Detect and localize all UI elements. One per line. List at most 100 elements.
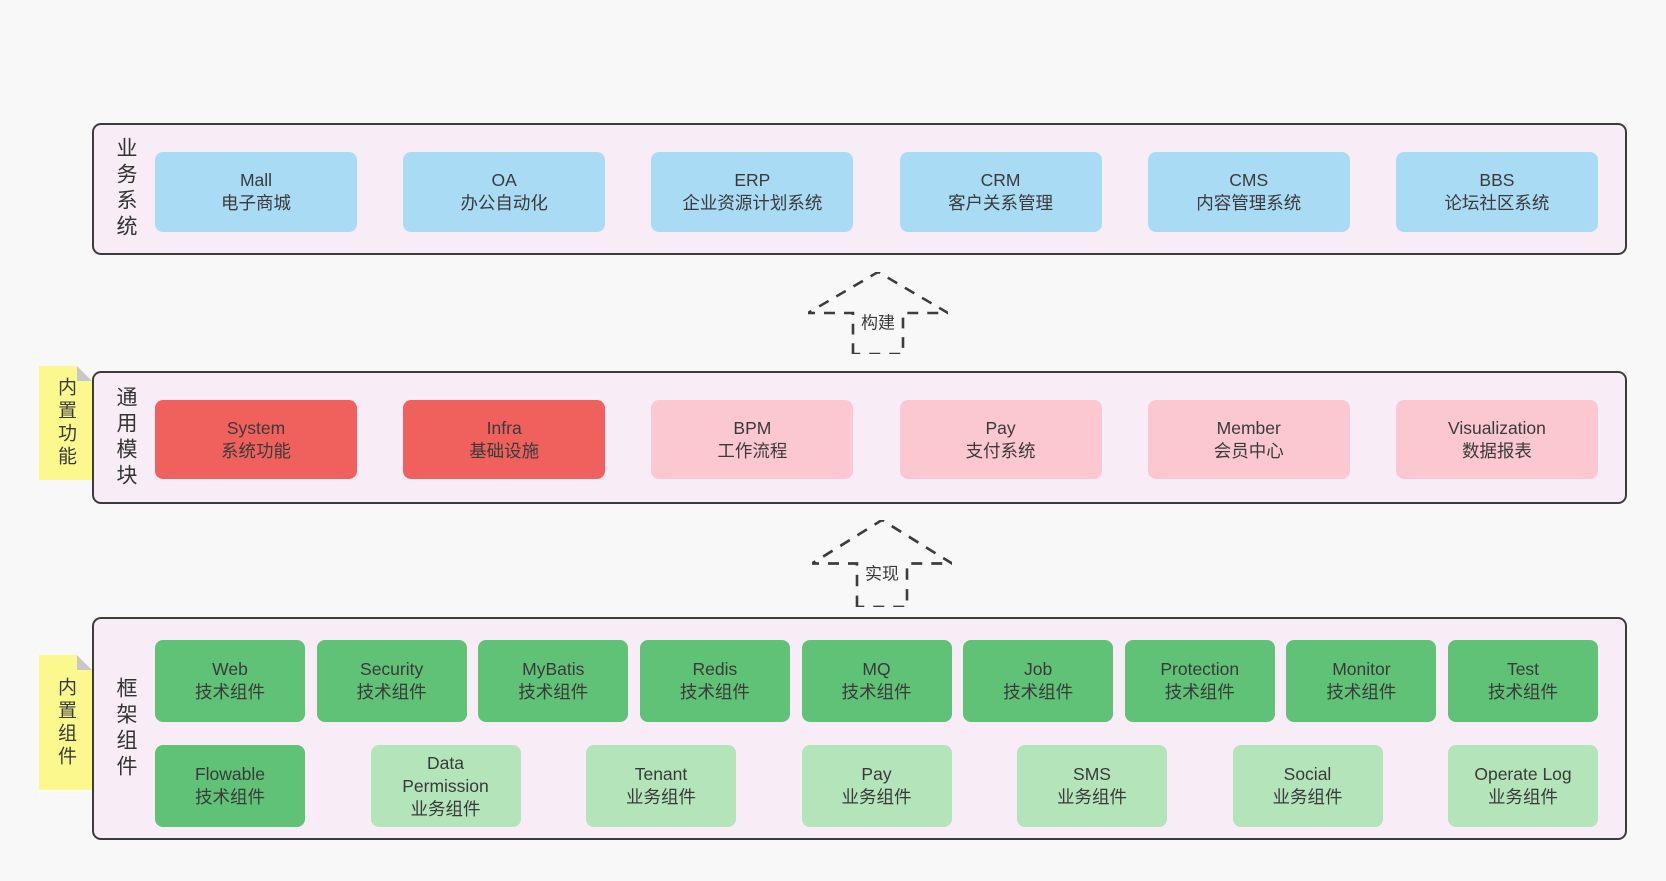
box-mybatis: MyBatis 技术组件 (478, 640, 629, 722)
box-sms: SMS 业务组件 (1017, 745, 1167, 827)
box-subtitle: 系统功能 (221, 440, 291, 461)
box-social: Social 业务组件 (1232, 745, 1383, 827)
box-subtitle: 数据报表 (1461, 440, 1532, 461)
box-title: Protection (1160, 659, 1240, 679)
box-title: MQ (862, 659, 891, 679)
box-title: BBS (1479, 170, 1515, 190)
box-title: Security (360, 659, 424, 679)
box-subtitle: 办公自动化 (460, 193, 548, 213)
box-subtitle: 技术组件 (1003, 682, 1074, 702)
box-subtitle: 技术组件 (356, 682, 427, 702)
box-subtitle: 业务组件 (1057, 787, 1127, 807)
box-subtitle: 技术组件 (1488, 682, 1558, 702)
box-title: Member (1216, 417, 1281, 438)
box-title: Mall (239, 170, 273, 190)
box-title: Pay (985, 417, 1016, 438)
sticky-note-label: 内置组件 (55, 676, 76, 769)
box-title: BPM (733, 417, 772, 438)
box-subtitle: 工作流程 (717, 440, 788, 461)
box-subtitle: 技术组件 (1164, 682, 1235, 702)
box-title: Monitor (1332, 659, 1391, 679)
box-mq: MQ 技术组件 (801, 640, 952, 722)
box-title: ERP (734, 170, 771, 190)
box-title: MyBatis (522, 659, 585, 679)
up-arrow-dashed-icon (812, 520, 952, 607)
sticky-note-built-in-functions: 内置功能 (39, 366, 92, 480)
box-job: Job 技术组件 (963, 640, 1114, 722)
box-subtitle: 论坛社区系统 (1444, 193, 1550, 213)
box-subtitle: 电子商城 (221, 193, 291, 213)
box-crm: CRM 客户关系管理 (899, 152, 1102, 232)
box-title: Tenant (634, 764, 688, 784)
box-subtitle: 基础设施 (469, 440, 540, 461)
up-arrow-dashed-icon (808, 272, 948, 354)
box-subtitle: 业务组件 (1272, 787, 1343, 807)
box-title: Operate Log (1474, 764, 1572, 784)
box-subtitle: 业务组件 (841, 787, 912, 807)
box-subtitle: 技术组件 (195, 787, 265, 807)
box-title: Data Permission (402, 752, 489, 796)
box-title: System (226, 417, 286, 438)
box-subtitle: 客户关系管理 (948, 193, 1054, 213)
box-test: Test 技术组件 (1448, 640, 1598, 722)
box-subtitle: 技术组件 (195, 682, 265, 702)
box-title: Job (1024, 659, 1053, 679)
box-title: Visualization (1447, 417, 1546, 438)
sticky-note-built-in-components: 内置组件 (39, 655, 92, 790)
build-arrow-label: 构建 (858, 308, 898, 334)
box-title: Web (212, 659, 248, 679)
box-subtitle: 业务组件 (410, 798, 481, 819)
box-title: Infra (486, 417, 522, 438)
box-cms: CMS 内容管理系统 (1147, 152, 1350, 232)
box-mall: Mall 电子商城 (155, 152, 357, 232)
box-operate-log: Operate Log 业务组件 (1448, 745, 1598, 827)
box-redis: Redis 技术组件 (639, 640, 790, 722)
box-subtitle: 技术组件 (518, 682, 589, 702)
box-title: OA (491, 170, 517, 190)
box-bbs: BBS 论坛社区系统 (1395, 152, 1598, 232)
box-title: Test (1506, 659, 1540, 679)
box-oa: OA 办公自动化 (403, 152, 606, 232)
box-subtitle: 业务组件 (626, 787, 696, 807)
box-subtitle: 内容管理系统 (1196, 193, 1302, 213)
box-subtitle: 会员中心 (1213, 440, 1284, 461)
box-title: Pay (861, 764, 892, 784)
box-security: Security 技术组件 (316, 640, 467, 722)
box-tenant: Tenant 业务组件 (586, 745, 736, 827)
build-arrow: 构建 (808, 272, 948, 354)
box-title: Flowable (194, 764, 266, 784)
box-subtitle: 技术组件 (841, 682, 912, 702)
box-title: Redis (692, 659, 738, 679)
box-title: SMS (1073, 764, 1111, 784)
box-subtitle: 技术组件 (1326, 682, 1397, 702)
box-web: Web 技术组件 (155, 640, 305, 722)
implement-arrow: 实现 (812, 520, 952, 607)
box-title: Social (1283, 764, 1332, 784)
box-flowable: Flowable 技术组件 (155, 745, 305, 827)
layer-business-systems: 业务系统 Mall 电子商城 OA 办公自动化 ERP 企业资源计划系统 CRM 客户关系管理… (92, 123, 1627, 255)
layer-label-common-modules: 通用模块 (114, 385, 137, 490)
business-systems-box-row: Mall 电子商城 OA 办公自动化 ERP 企业资源计划系统 CRM 客户关系管理 CMS 内容… (155, 152, 1598, 232)
box-subtitle: 技术组件 (679, 682, 750, 702)
implement-arrow-label: 实现 (862, 559, 902, 585)
box-erp: ERP 企业资源计划系统 (651, 152, 854, 232)
box-protection: Protection 技术组件 (1124, 640, 1275, 722)
box-title: CRM (980, 170, 1021, 190)
box-subtitle: 业务组件 (1488, 787, 1558, 807)
box-title: CMS (1229, 170, 1269, 190)
layer-label-framework-components: 框架组件 (114, 676, 137, 781)
box-monitor: Monitor 技术组件 (1286, 640, 1437, 722)
layer-label-business-systems: 业务系统 (114, 137, 137, 241)
box-subtitle: 企业资源计划系统 (682, 193, 823, 213)
